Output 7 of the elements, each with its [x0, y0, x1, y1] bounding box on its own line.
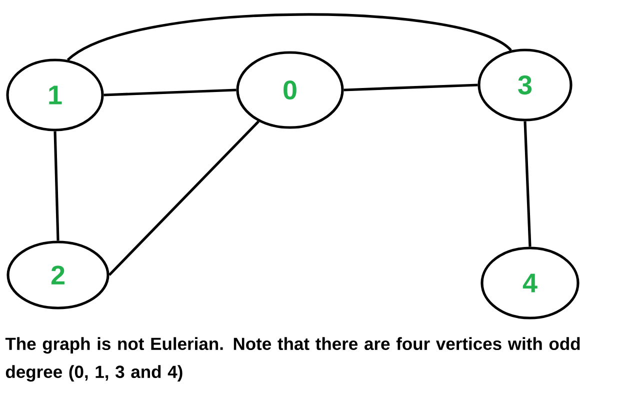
edge-line	[67, 13, 512, 62]
edge-line	[108, 120, 260, 276]
edge-line	[344, 84, 478, 92]
caption: The graph is not Eulerian. Note that there are four vertices with odd degree (0, 1, 3 and 4)	[5, 337, 580, 382]
edge-line	[54, 131, 60, 241]
edge-line	[524, 121, 532, 247]
edge-line	[104, 88, 236, 96]
